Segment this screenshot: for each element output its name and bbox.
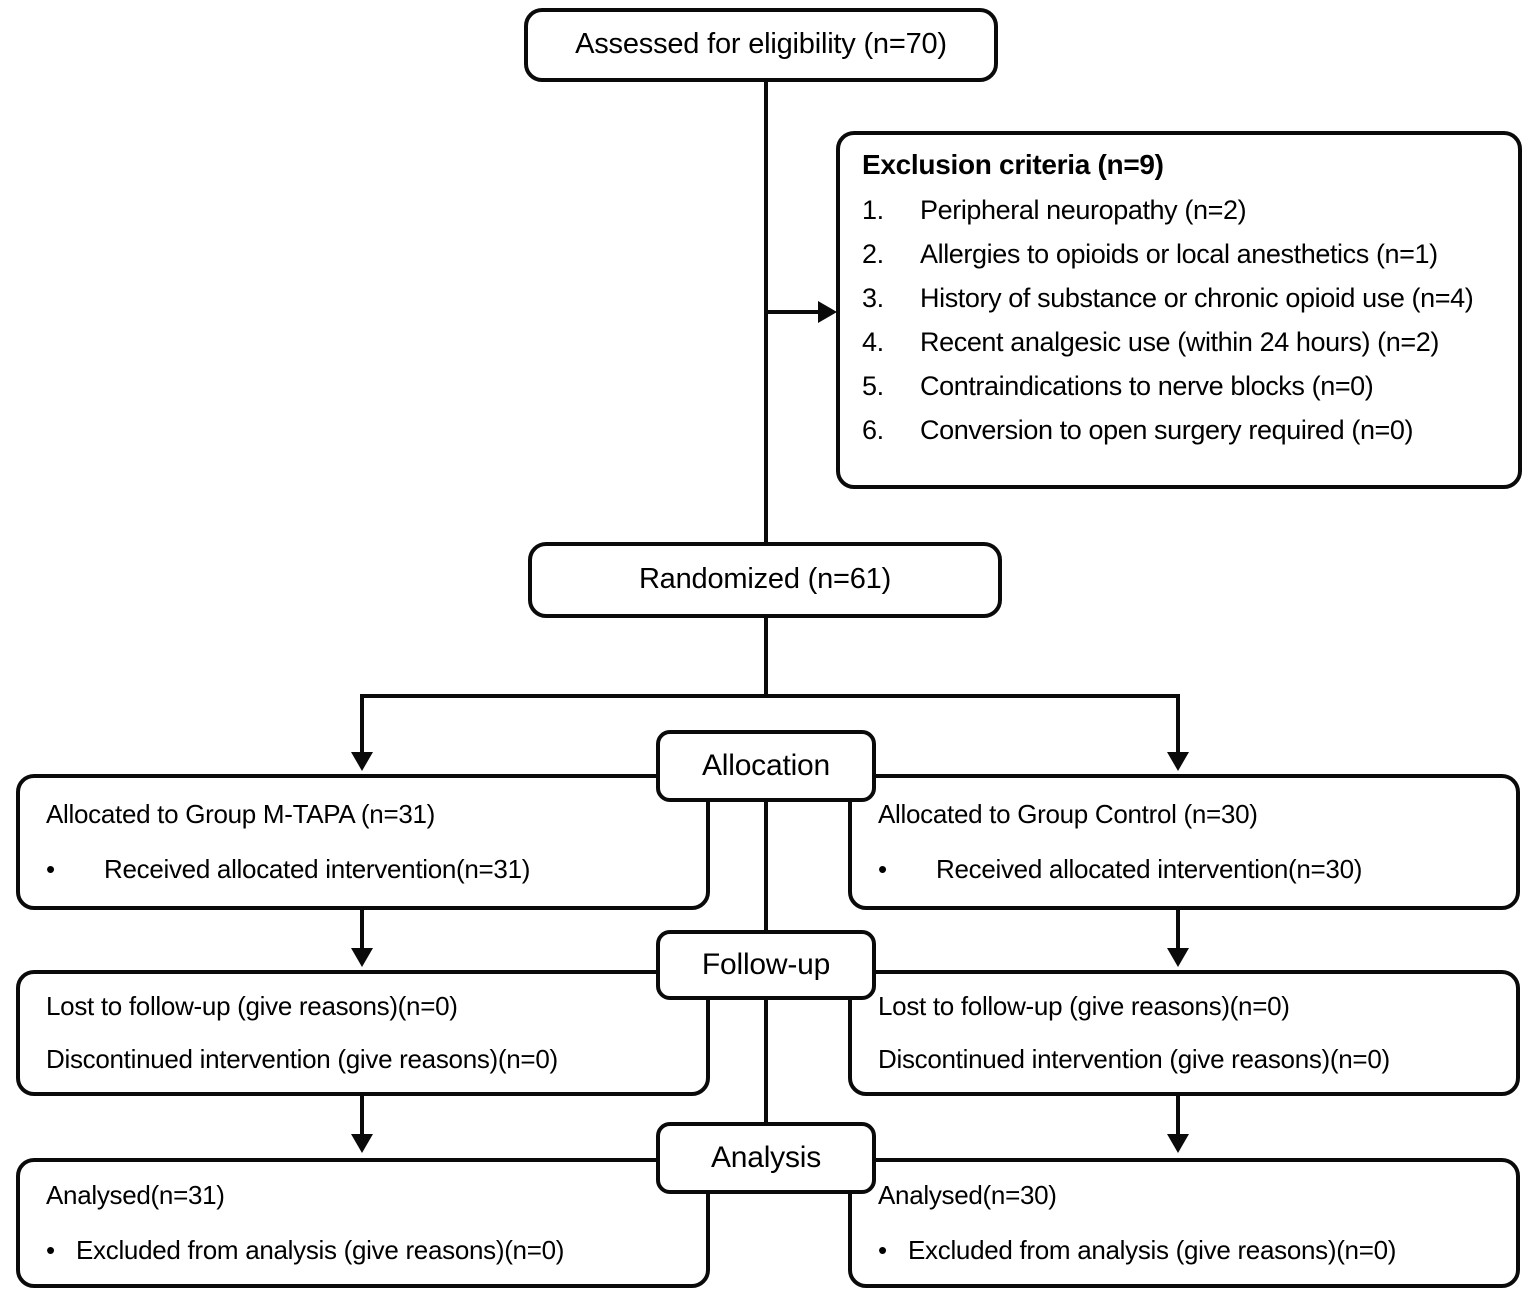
exclusion-item-number: 6. bbox=[862, 415, 884, 445]
exclusion-item: 5. Contraindications to nerve blocks (n=… bbox=[862, 371, 1504, 402]
exclusion-item-text: History of substance or chronic opioid u… bbox=[920, 283, 1474, 313]
allocation-left-bullet-row: • Received allocated intervention(n=31) bbox=[46, 854, 692, 885]
exclusion-item-text: Contraindications to nerve blocks (n=0) bbox=[920, 371, 1374, 401]
connector-randomized-split bbox=[360, 694, 1178, 698]
arrow-down-icon bbox=[351, 752, 373, 771]
connector-left-arm bbox=[360, 694, 364, 756]
analysis-left-line2: Excluded from analysis (give reasons)(n=… bbox=[76, 1235, 565, 1265]
followup-right-line2: Discontinued intervention (give reasons)… bbox=[878, 1044, 1390, 1074]
connector-right-allocation-to-followup bbox=[1176, 910, 1180, 952]
allocation-right-line1: Allocated to Group Control (n=30) bbox=[878, 798, 1258, 829]
connector-left-followup-to-analysis bbox=[360, 1096, 364, 1138]
stage-label-followup-text: Follow-up bbox=[701, 948, 831, 981]
exclusion-item: 3. History of substance or chronic opioi… bbox=[862, 283, 1504, 314]
arrow-down-icon bbox=[351, 948, 373, 967]
analysis-right-content: Analysed(n=30) • Excluded from analysis … bbox=[878, 1180, 1502, 1266]
analysis-right-line2: Excluded from analysis (give reasons)(n=… bbox=[908, 1235, 1397, 1265]
exclusion-item: 6. Conversion to open surgery required (… bbox=[862, 415, 1504, 446]
bullet-icon: • bbox=[878, 1235, 887, 1265]
stage-label-allocation: Allocation bbox=[656, 730, 876, 802]
exclusion-item-text: Conversion to open surgery required (n=0… bbox=[920, 415, 1414, 445]
followup-left-line2: Discontinued intervention (give reasons)… bbox=[46, 1044, 558, 1074]
followup-right-box: Lost to follow-up (give reasons)(n=0) Di… bbox=[848, 970, 1520, 1096]
exclusion-item-text: Recent analgesic use (within 24 hours) (… bbox=[920, 327, 1439, 357]
exclusion-item: 1. Peripheral neuropathy (n=2) bbox=[862, 195, 1504, 226]
assessed-for-eligibility-label: Assessed for eligibility (n=70) bbox=[575, 28, 947, 61]
randomized-label: Randomized (n=61) bbox=[638, 563, 892, 596]
exclusion-item: 4. Recent analgesic use (within 24 hours… bbox=[862, 327, 1504, 358]
allocation-left-box: Allocated to Group M-TAPA (n=31) • Recei… bbox=[16, 774, 710, 910]
exclusion-item-number: 1. bbox=[862, 195, 884, 225]
analysis-left-content: Analysed(n=31) • Excluded from analysis … bbox=[46, 1180, 692, 1266]
allocation-right-line2: Received allocated intervention(n=30) bbox=[936, 854, 1363, 884]
analysis-left-box: Analysed(n=31) • Excluded from analysis … bbox=[16, 1158, 710, 1288]
followup-right-content: Lost to follow-up (give reasons)(n=0) Di… bbox=[878, 991, 1502, 1075]
arrow-down-icon bbox=[1167, 948, 1189, 967]
bullet-icon: • bbox=[46, 854, 55, 884]
arrow-down-icon bbox=[1167, 1134, 1189, 1153]
arrow-down-icon bbox=[1167, 752, 1189, 771]
analysis-right-bullet-row: • Excluded from analysis (give reasons)(… bbox=[878, 1235, 1502, 1266]
arrow-right-icon bbox=[818, 301, 837, 323]
exclusion-item: 2. Allergies to opioids or local anesthe… bbox=[862, 239, 1504, 270]
randomized-box: Randomized (n=61) bbox=[528, 542, 1002, 618]
allocation-left-content: Allocated to Group M-TAPA (n=31) • Recei… bbox=[46, 799, 692, 885]
exclusion-item-number: 3. bbox=[862, 283, 884, 313]
allocation-right-bullet-row: • Received allocated intervention(n=30) bbox=[878, 854, 1502, 885]
stage-label-analysis: Analysis bbox=[656, 1122, 876, 1194]
connector-right-followup-to-analysis bbox=[1176, 1096, 1180, 1138]
stage-label-followup: Follow-up bbox=[656, 930, 876, 1000]
assessed-for-eligibility-box: Assessed for eligibility (n=70) bbox=[524, 8, 998, 82]
analysis-right-line1: Analysed(n=30) bbox=[878, 1179, 1057, 1210]
exclusion-criteria-heading: Exclusion criteria (n=9) bbox=[862, 149, 1164, 180]
connector-right-arm bbox=[1176, 694, 1180, 756]
bullet-icon: • bbox=[878, 854, 887, 884]
exclusion-criteria-box: Exclusion criteria (n=9) 1. Peripheral n… bbox=[836, 131, 1522, 489]
allocation-right-content: Allocated to Group Control (n=30) • Rece… bbox=[878, 799, 1502, 885]
followup-left-box: Lost to follow-up (give reasons)(n=0) Di… bbox=[16, 970, 710, 1096]
bullet-icon: • bbox=[46, 1235, 55, 1265]
stage-label-allocation-text: Allocation bbox=[701, 749, 831, 782]
exclusion-criteria-content: Exclusion criteria (n=9) 1. Peripheral n… bbox=[862, 149, 1504, 459]
allocation-left-line2: Received allocated intervention(n=31) bbox=[104, 854, 531, 884]
arrow-down-icon bbox=[351, 1134, 373, 1153]
exclusion-item-number: 4. bbox=[862, 327, 884, 357]
followup-right-line1: Lost to follow-up (give reasons)(n=0) bbox=[878, 990, 1290, 1021]
exclusion-item-number: 5. bbox=[862, 371, 884, 401]
followup-left-content: Lost to follow-up (give reasons)(n=0) Di… bbox=[46, 991, 692, 1075]
exclusion-item-text: Peripheral neuropathy (n=2) bbox=[920, 195, 1247, 225]
connector-left-allocation-to-followup bbox=[360, 910, 364, 952]
connector-to-exclusion bbox=[766, 310, 826, 314]
connector-allocation-to-followup-spine bbox=[764, 800, 768, 938]
connector-followup-to-analysis-spine bbox=[764, 998, 768, 1130]
analysis-left-line1: Analysed(n=31) bbox=[46, 1179, 225, 1210]
exclusion-item-text: Allergies to opioids or local anesthetic… bbox=[920, 239, 1438, 269]
followup-left-line1: Lost to follow-up (give reasons)(n=0) bbox=[46, 990, 458, 1021]
allocation-right-box: Allocated to Group Control (n=30) • Rece… bbox=[848, 774, 1520, 910]
stage-label-analysis-text: Analysis bbox=[710, 1141, 822, 1174]
connector-randomized-stem bbox=[764, 618, 768, 698]
exclusion-item-number: 2. bbox=[862, 239, 884, 269]
analysis-right-box: Analysed(n=30) • Excluded from analysis … bbox=[848, 1158, 1520, 1288]
analysis-left-bullet-row: • Excluded from analysis (give reasons)(… bbox=[46, 1235, 692, 1266]
allocation-left-line1: Allocated to Group M-TAPA (n=31) bbox=[46, 798, 436, 829]
